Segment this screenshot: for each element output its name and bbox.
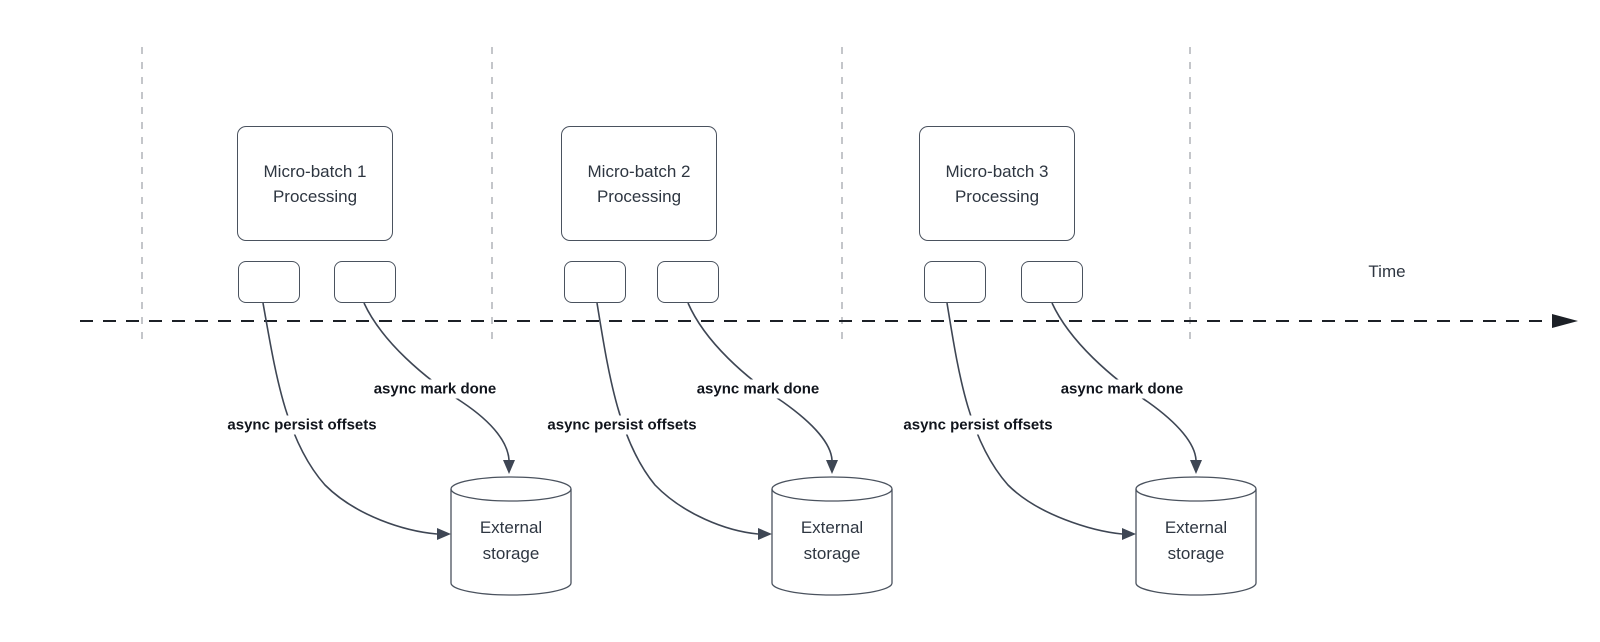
external-storage-label-1: External storage — [451, 489, 571, 593]
micro-batch-3-label: Micro-batch 3 — [945, 161, 1049, 181]
mark-done-task-box-2 — [657, 261, 719, 303]
external-storage-line1-3: External — [1164, 518, 1228, 537]
micro-batch-2-processing-box: Micro-batch 2 Processing — [561, 126, 717, 241]
external-storage-line2-2: storage — [803, 544, 861, 563]
persist-offsets-task-box-1 — [238, 261, 300, 303]
persist-offsets-task-box-2 — [564, 261, 626, 303]
time-axis-label: Time — [1368, 262, 1406, 281]
micro-batch-1-processing-box: Micro-batch 1 Processing — [237, 126, 393, 241]
persist-offsets-task-box-3 — [924, 261, 986, 303]
external-storage-label-2: External storage — [772, 489, 892, 593]
mark-done-arrowhead-2 — [826, 460, 838, 474]
processing-label-2: Processing — [596, 186, 682, 206]
external-storage-cylinder-1 — [450, 476, 572, 596]
mark-done-arrow-2 — [687, 302, 833, 461]
persist-offsets-arrowhead-2 — [758, 528, 772, 540]
async-persist-offsets-label-3: async persist offsets — [900, 415, 1056, 435]
mark-done-task-box-3 — [1021, 261, 1083, 303]
micro-batch-3-processing-box: Micro-batch 3 Processing — [919, 126, 1075, 241]
external-storage-cylinder-3 — [1135, 476, 1257, 596]
external-storage-line1-1: External — [479, 518, 543, 537]
mark-done-arrow-3 — [1051, 302, 1197, 461]
async-mark-done-label-2: async mark done — [693, 379, 823, 399]
persist-offsets-arrow-1 — [262, 302, 438, 535]
external-storage-cylinder-rim-1 — [450, 488, 572, 502]
mark-done-arrow-1 — [363, 302, 510, 461]
persist-offsets-arrowhead-1 — [437, 528, 451, 540]
persist-offsets-arrow-2 — [596, 302, 759, 535]
persist-offsets-arrowhead-3 — [1122, 528, 1136, 540]
processing-label-3: Processing — [954, 186, 1040, 206]
async-mark-done-label-1: async mark done — [370, 379, 500, 399]
mark-done-arrowhead-3 — [1190, 460, 1202, 474]
external-storage-cylinder-rim-2 — [771, 488, 893, 502]
external-storage-line1-2: External — [800, 518, 864, 537]
external-storage-line2-3: storage — [1167, 544, 1225, 563]
external-storage-label-3: External storage — [1136, 489, 1256, 593]
processing-label-1: Processing — [272, 186, 358, 206]
external-storage-cylinder-2 — [771, 476, 893, 596]
external-storage-cylinder-rim-3 — [1135, 488, 1257, 502]
mark-done-task-box-1 — [334, 261, 396, 303]
micro-batch-1-label: Micro-batch 1 — [263, 161, 367, 181]
async-persist-offsets-label-1: async persist offsets — [224, 415, 380, 435]
timeline-arrowhead-icon — [1552, 314, 1578, 328]
external-storage-line2-1: storage — [482, 544, 540, 563]
mark-done-arrowhead-1 — [503, 460, 515, 474]
async-mark-done-label-3: async mark done — [1057, 379, 1187, 399]
persist-offsets-arrow-3 — [946, 302, 1123, 535]
async-persist-offsets-label-2: async persist offsets — [544, 415, 700, 435]
micro-batch-2-label: Micro-batch 2 — [587, 161, 691, 181]
